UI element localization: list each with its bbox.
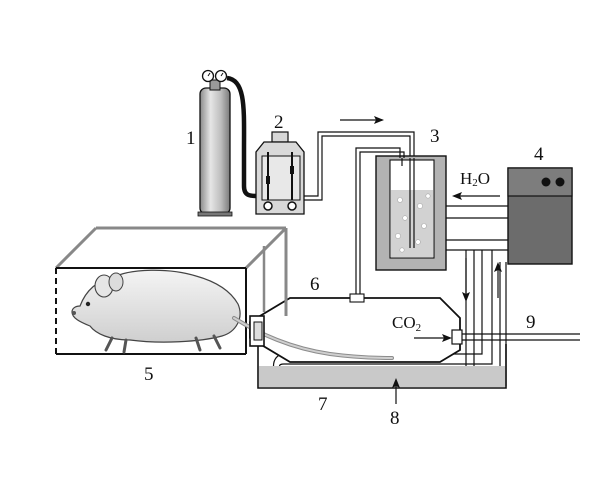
water-bath — [375, 155, 447, 271]
label-4: 4 — [534, 144, 544, 165]
label-1: 1 — [186, 128, 196, 149]
tail-seal — [249, 315, 265, 347]
co2-formula: CO2 — [392, 313, 421, 334]
gas-hose — [226, 75, 259, 199]
indicator-icon — [555, 177, 565, 187]
humidifier-bottle — [255, 131, 305, 215]
label-5: 5 — [144, 364, 154, 385]
water-arrow-in — [452, 192, 500, 200]
label-9: 9 — [526, 312, 536, 333]
label-2: 2 — [274, 112, 284, 133]
label-6: 6 — [310, 274, 320, 295]
label-3: 3 — [430, 126, 440, 147]
tail-chamber — [249, 293, 461, 363]
flow-arrow-top — [340, 116, 384, 124]
gas-cylinder — [197, 69, 233, 217]
water-formula: H2O — [460, 169, 490, 189]
water-circulator — [507, 167, 573, 265]
rat-eye-icon — [85, 301, 91, 307]
rat-ear-icon — [108, 272, 124, 292]
gas-tube-down — [355, 147, 405, 298]
bath-pipes — [446, 205, 508, 251]
flow-arrow-return-down — [462, 258, 470, 302]
label-8: 8 — [390, 408, 400, 429]
label-7: 7 — [318, 394, 328, 415]
rat-holder-box — [54, 226, 288, 355]
gas-tube-upper — [304, 131, 415, 201]
flow-arrow-return-up — [494, 262, 502, 298]
co2-arrow — [414, 334, 452, 342]
co2-tube — [451, 329, 580, 345]
bubbles-icon — [395, 193, 431, 253]
indicator-icon — [541, 177, 551, 187]
label-8-pointer — [392, 378, 400, 404]
rat-figure — [71, 269, 394, 360]
water-tray — [257, 344, 507, 389]
